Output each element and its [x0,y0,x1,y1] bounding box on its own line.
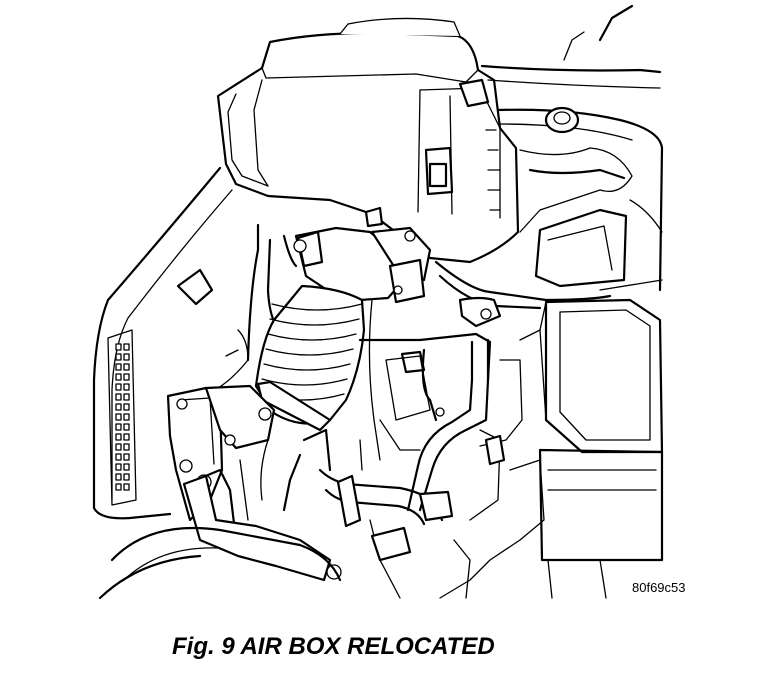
vent-slot [115,443,122,451]
hose-rib [265,348,354,356]
air-box-housing [216,17,520,264]
vent-slot [115,463,122,471]
vent-slot [115,453,122,461]
fender-triangle-tab [176,268,214,306]
vent-slot [115,393,122,401]
hose-rib [267,333,357,341]
vent-slot [123,343,130,351]
vent-slot [123,353,130,361]
vent-slot [115,353,122,361]
hose-rib [269,318,360,326]
vent-slot [123,373,130,381]
vent-slot [115,473,122,481]
vent-slot [123,403,130,411]
hose-rib [271,303,363,311]
vent-slot [123,443,130,451]
vent-slot [115,373,122,381]
vent-slot [115,343,122,351]
hose-and-harness [282,260,612,528]
vent-slot [115,413,122,421]
vent-slot [115,483,122,491]
engine-components-upper-right [480,4,664,292]
vent-slot [123,433,130,441]
fender-panel [92,166,260,520]
fender-vent-grille [107,329,137,506]
vent-slot [115,383,122,391]
vent-slot [123,363,130,371]
vent-slot [123,463,130,471]
vent-slot [123,413,130,421]
intake-hose [254,284,366,432]
throttle-body [266,206,432,338]
engine-bay-illustration [92,4,664,600]
figure-caption: Fig. 9 AIR BOX RELOCATED [172,633,495,660]
part-code-label: 80f69c53 [632,580,686,595]
vent-slot [123,393,130,401]
engine-block-lower [225,299,607,599]
vent-slot [115,403,122,411]
vent-slot [123,473,130,481]
battery-box [519,298,664,562]
mount-bracket [98,384,342,600]
vent-slot [115,363,122,371]
vent-slot [115,423,122,431]
vent-slot [123,383,130,391]
vent-slot [123,423,130,431]
hose-rib [263,363,351,371]
vent-slot [123,483,130,491]
vent-slot [115,433,122,441]
vent-slot [123,453,130,461]
